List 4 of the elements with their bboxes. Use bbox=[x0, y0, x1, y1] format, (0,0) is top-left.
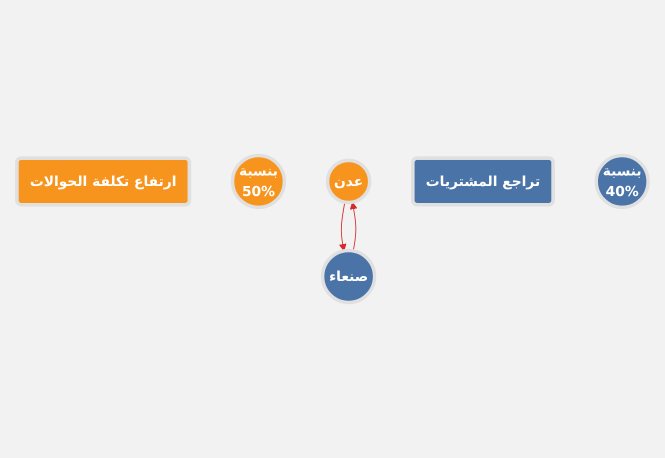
node-circle: عدن bbox=[326, 158, 372, 204]
node-circle: صنعاء bbox=[320, 248, 376, 304]
arrow bbox=[350, 202, 358, 252]
arrow bbox=[339, 202, 346, 252]
